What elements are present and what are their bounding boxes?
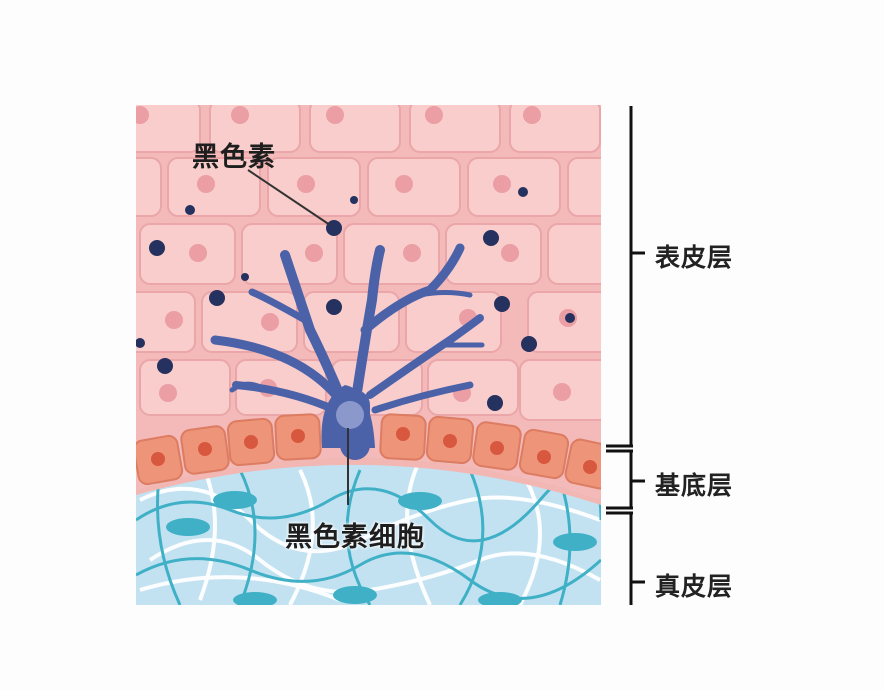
- melanin-label: 黑色素: [192, 142, 276, 173]
- melanin-leader-line: [247, 169, 331, 226]
- fibroblasts: [166, 491, 597, 605]
- dermis-layer: [136, 457, 601, 605]
- basal-layer-label: 基底层: [655, 471, 734, 500]
- epidermis-nuclei: [136, 106, 577, 402]
- dermis-label: 真皮层: [655, 572, 734, 601]
- melanin-granules: [136, 187, 575, 411]
- melanocyte-nucleus: [336, 401, 364, 429]
- melanocyte-label: 黑色素细胞: [285, 522, 425, 553]
- basal-layer: [136, 413, 601, 505]
- epidermis-label: 表皮层: [655, 243, 734, 272]
- layer-brackets: [606, 106, 645, 605]
